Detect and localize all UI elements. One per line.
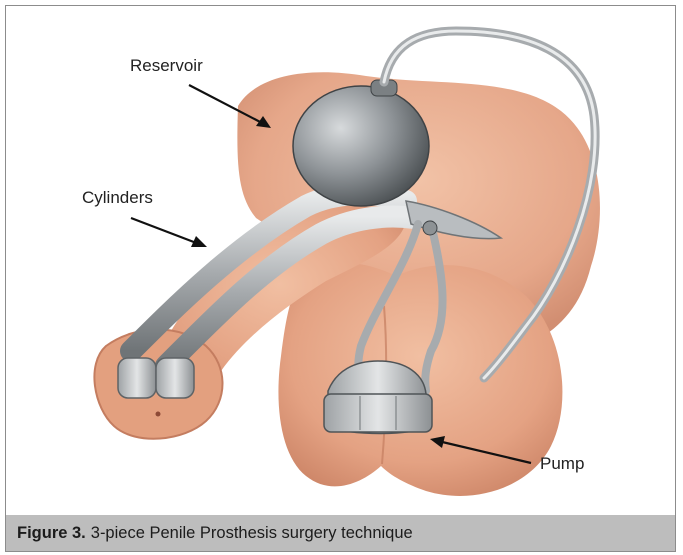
pump-label: Pump	[540, 454, 584, 474]
cylinders-arrow	[131, 218, 207, 247]
caption-text: 3-piece Penile Prosthesis surgery techni…	[91, 524, 413, 543]
figure-caption: Figure 3. 3-piece Penile Prosthesis surg…	[6, 515, 675, 551]
reservoir-label: Reservoir	[130, 56, 203, 76]
cylinder-end-left	[118, 358, 156, 398]
pump-bulb	[324, 394, 432, 432]
tubing-connector	[423, 221, 437, 235]
meatus	[156, 412, 161, 417]
figure-frame: Reservoir Cylinders Pump Figure 3. 3-pie…	[5, 5, 676, 552]
caption-figure-number: Figure 3.	[17, 524, 86, 543]
cylinders-label: Cylinders	[82, 188, 153, 208]
prosthesis-illustration	[6, 6, 677, 516]
cylinder-end-right	[156, 358, 194, 398]
reservoir	[293, 86, 429, 206]
